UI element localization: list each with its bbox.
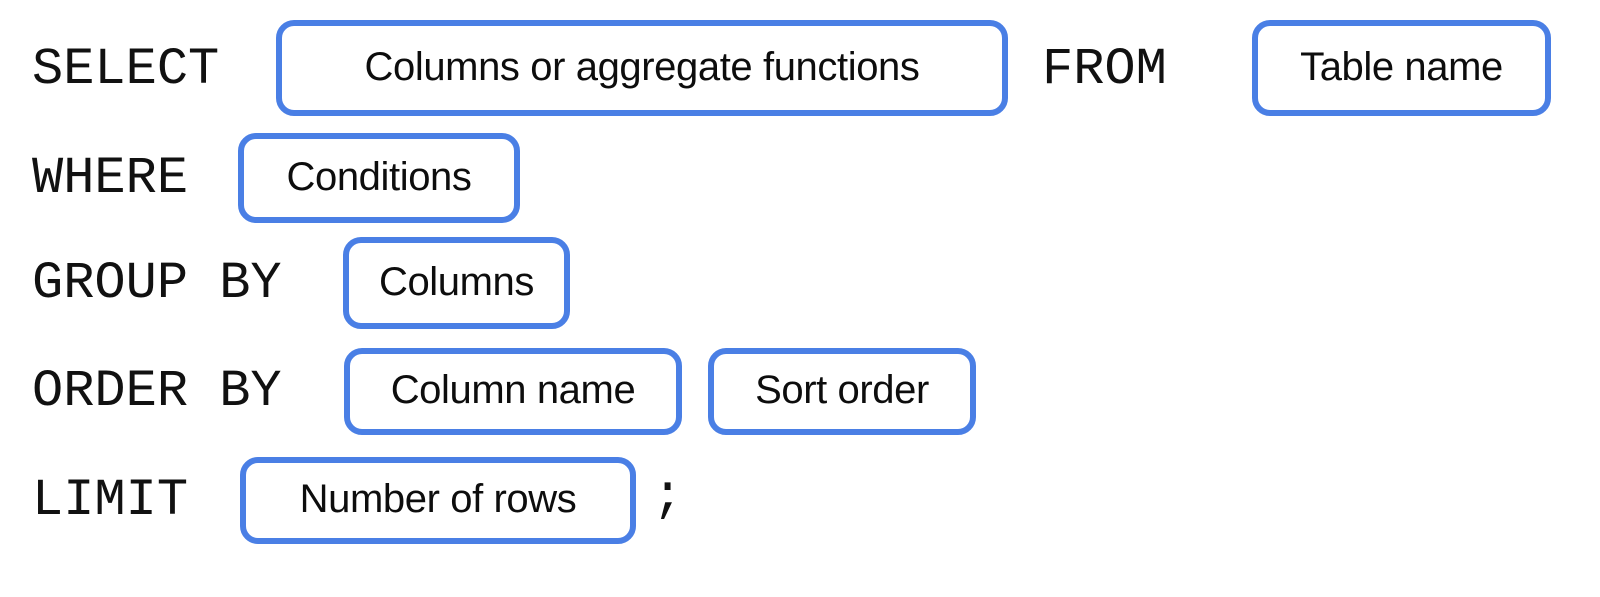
keyword-where: WHERE bbox=[32, 149, 189, 208]
slot-label: Sort order bbox=[755, 368, 929, 412]
slot-conditions[interactable]: Conditions bbox=[238, 133, 520, 223]
slot-number-of-rows[interactable]: Number of rows bbox=[240, 457, 636, 544]
slot-label: Number of rows bbox=[299, 477, 577, 521]
keyword-select: SELECT bbox=[32, 40, 220, 99]
slot-table-name[interactable]: Table name bbox=[1252, 20, 1551, 116]
keyword-group-by: GROUP BY bbox=[32, 254, 282, 313]
statement-terminator-semicolon: ; bbox=[652, 467, 684, 526]
slot-sort-order[interactable]: Sort order bbox=[708, 348, 976, 435]
slot-label: Column name bbox=[390, 368, 636, 412]
slot-columns-or-aggregate-functions[interactable]: Columns or aggregate functions bbox=[276, 20, 1008, 116]
slot-order-by-column-name[interactable]: Column name bbox=[344, 348, 682, 435]
keyword-limit: LIMIT bbox=[32, 471, 189, 530]
keyword-order-by: ORDER BY bbox=[32, 362, 282, 421]
slot-label: Columns bbox=[378, 259, 535, 304]
keyword-from: FROM bbox=[1042, 40, 1167, 99]
slot-label: Conditions bbox=[286, 154, 472, 199]
slot-label: Columns or aggregate functions bbox=[364, 44, 920, 89]
slot-group-by-columns[interactable]: Columns bbox=[343, 237, 570, 329]
slot-label: Table name bbox=[1300, 44, 1503, 89]
